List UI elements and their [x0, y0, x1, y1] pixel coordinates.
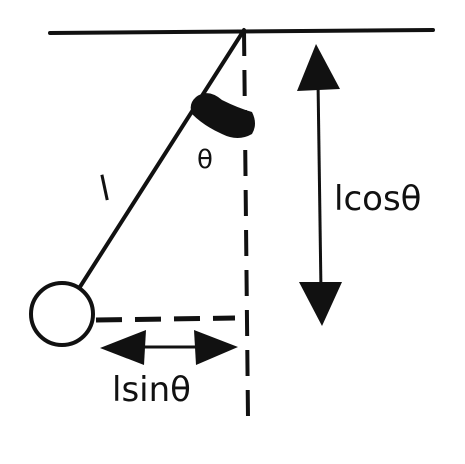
length-label: l	[96, 169, 114, 210]
horizontal-double-arrow	[100, 330, 238, 365]
arrowhead-left-icon	[100, 330, 146, 365]
arrowhead-up-icon	[297, 44, 340, 91]
vertical-component-label: lcosθ	[334, 179, 421, 219]
horizontal-component-label: lsinθ	[112, 370, 191, 410]
vertical-double-arrow	[297, 44, 342, 326]
horizontal-reference-dashed-line	[95, 315, 236, 323]
vertical-reference-dashed-line	[242, 29, 250, 419]
pendulum-bob	[29, 281, 95, 347]
angle-arc-marker	[190, 93, 255, 138]
angle-label: θ	[197, 145, 213, 175]
arrowhead-down-icon	[299, 282, 342, 326]
pendulum-string	[76, 28, 246, 292]
arrowhead-right-icon	[194, 330, 238, 365]
